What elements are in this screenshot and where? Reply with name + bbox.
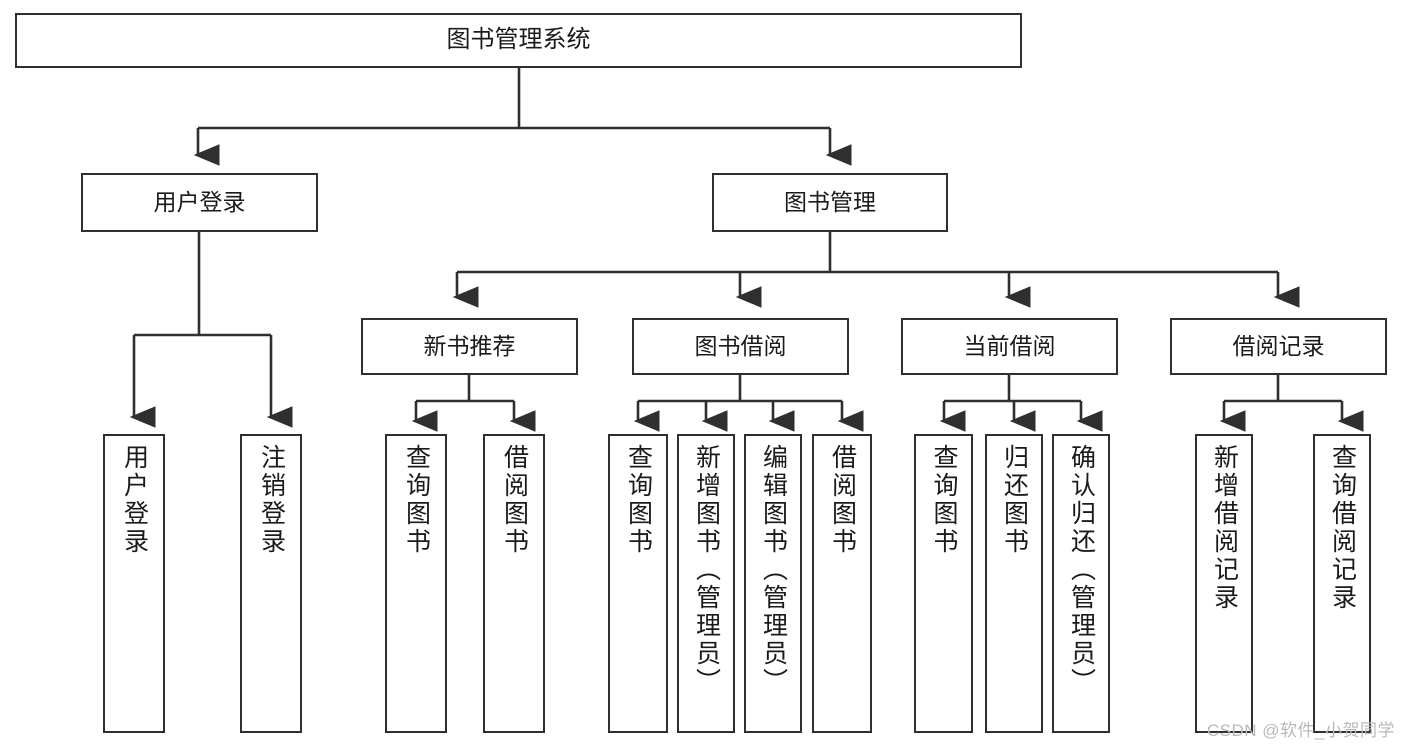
leaf-borrow-add-book-admin[interactable]: 新增图书（管理员） [677,434,735,733]
node-new-book-recommend[interactable]: 新书推荐 [361,318,578,375]
node-user-login[interactable]: 用户登录 [81,173,318,232]
node-label: 注销登录 [257,444,286,556]
leaf-borrow-edit-book-admin[interactable]: 编辑图书（管理员） [744,434,802,733]
node-label: 用户登录 [153,188,246,215]
node-label: 新书推荐 [423,332,516,359]
leaf-record-query-record[interactable]: 查询借阅记录 [1313,434,1371,733]
node-label: 新增借阅记录 [1210,444,1239,612]
node-borrow-record[interactable]: 借阅记录 [1170,318,1387,375]
node-label: 查询图书 [930,444,958,556]
watermark: CSDN @软件_小贺同学 [1206,721,1395,740]
leaf-user-logout[interactable]: 注销登录 [240,434,302,733]
node-current-borrow[interactable]: 当前借阅 [901,318,1118,375]
node-label: 图书管理系统 [446,26,591,54]
leaf-recommend-borrow-book[interactable]: 借阅图书 [483,434,545,733]
node-label: 归还图书 [1000,444,1029,556]
node-book-management[interactable]: 图书管理 [712,173,948,232]
node-label: 借阅图书 [500,444,529,556]
leaf-current-confirm-return-admin[interactable]: 确认归还（管理员） [1052,434,1110,733]
node-label: 借阅图书 [828,444,857,556]
node-label: 图书借阅 [694,332,787,359]
leaf-user-login[interactable]: 用户登录 [103,434,165,733]
node-label: 查询图书 [624,444,653,556]
node-label: 图书管理 [784,188,876,215]
node-book-borrow[interactable]: 图书借阅 [632,318,849,375]
node-label: 查询借阅记录 [1328,444,1357,612]
node-label: 新增图书（管理员） [692,444,721,696]
leaf-borrow-query-book[interactable]: 查询图书 [608,434,668,733]
node-root-system[interactable]: 图书管理系统 [15,13,1022,68]
leaf-current-query-book[interactable]: 查询图书 [914,434,973,733]
leaf-recommend-query-book[interactable]: 查询图书 [385,434,447,733]
leaf-current-return-book[interactable]: 归还图书 [985,434,1043,733]
node-label: 查询图书 [402,444,431,556]
node-label: 借阅记录 [1232,332,1325,359]
leaf-borrow-borrow-book[interactable]: 借阅图书 [812,434,872,733]
leaf-record-add-record[interactable]: 新增借阅记录 [1195,434,1253,733]
node-label: 确认归还（管理员） [1067,444,1096,696]
node-label: 编辑图书（管理员） [759,444,788,696]
node-label: 当前借阅 [963,332,1056,359]
node-label: 用户登录 [120,444,149,556]
